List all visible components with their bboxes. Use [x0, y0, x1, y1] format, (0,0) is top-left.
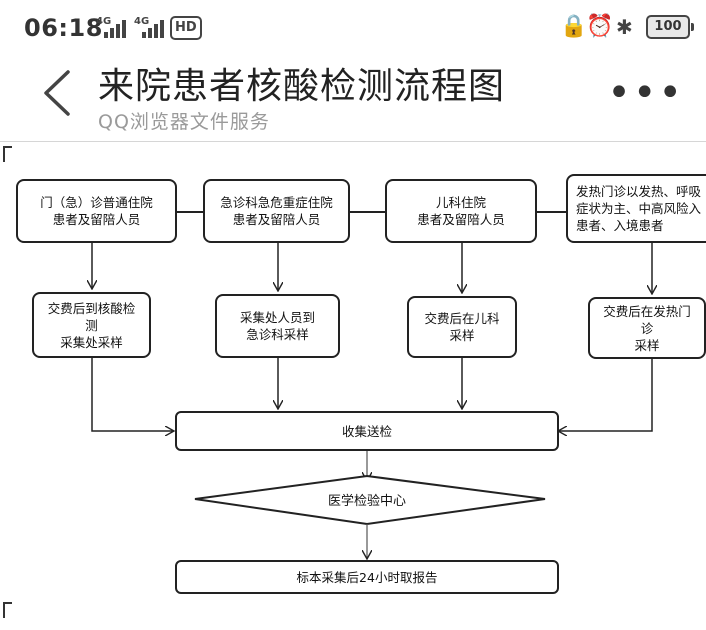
box-text: 标本采集后24小时取报告 — [296, 569, 438, 585]
alarm-icon: ⏰ — [586, 14, 614, 39]
flowchart: 门（急）诊普通住院患者及留陪人员 急诊科急危重症住院患者及留陪人员 儿科住院患者… — [0, 140, 706, 630]
box-text: 采集处人员到 — [239, 310, 315, 325]
network-type-2: 4G — [134, 16, 150, 27]
flow-box-outpatient: 门（急）诊普通住院患者及留陪人员 — [16, 179, 177, 243]
box-text: 交费后到核酸检测 — [47, 300, 136, 333]
flow-box-fever-clinic: 发热门诊以发热、呼吸症状为主、中高风险入患者、入境患者 — [566, 174, 706, 243]
box-text: 患者、入境患者 — [576, 218, 664, 233]
header-divider — [0, 141, 706, 142]
flow-box-fever-sampling: 交费后在发热门诊采样 — [588, 297, 706, 359]
box-text: 急诊科急危重症住院 — [220, 195, 333, 210]
box-text: 症状为主、中高风险入 — [576, 201, 702, 216]
box-text: 采集处采样 — [60, 334, 123, 350]
flow-box-pediatric: 儿科住院患者及留陪人员 — [385, 179, 537, 243]
back-icon[interactable] — [38, 68, 82, 118]
flowchart-connectors — [0, 211, 706, 630]
more-options-icon[interactable]: ••• — [607, 70, 684, 116]
page-title: 来院患者核酸检测流程图 — [98, 66, 506, 107]
box-text: 急诊科采样 — [246, 327, 309, 342]
lock-icon: 🔒 — [560, 14, 588, 39]
box-text: 儿科住院 — [435, 195, 486, 210]
flow-box-emergency: 急诊科急危重症住院患者及留陪人员 — [203, 179, 350, 243]
box-text: 收集送检 — [341, 423, 392, 439]
box-text: 患者及留陪人员 — [232, 212, 321, 227]
status-bar: 06:18 4G 4G HD 🔒 ⏰ ✱ 100 — [0, 0, 706, 52]
box-text: 采样 — [449, 328, 475, 343]
box-text: 患者及留陪人员 — [417, 212, 505, 227]
box-text: 交费后在发热门诊 — [603, 303, 691, 336]
crop-mark-bottom — [3, 602, 12, 618]
box-text: 发热门诊以发热、呼吸 — [576, 184, 702, 199]
status-time: 06:18 — [24, 14, 103, 42]
battery-icon: 100 — [646, 15, 694, 39]
flow-box-report: 标本采集后24小时取报告 — [175, 560, 559, 594]
box-text: 门（急）诊普通住院 — [40, 195, 153, 210]
flow-box-sampling-site: 交费后到核酸检测采集处采样 — [32, 292, 151, 358]
flow-box-er-sampling: 采集处人员到急诊科采样 — [215, 294, 340, 358]
bluetooth-icon: ✱ — [616, 15, 633, 39]
page-subtitle: QQ浏览器文件服务 — [98, 111, 270, 133]
flow-box-collect: 收集送检 — [175, 411, 559, 451]
flow-box-pediatric-sampling: 交费后在儿科采样 — [407, 296, 517, 358]
hd-voice-icon: HD — [170, 16, 202, 40]
box-text: 采样 — [634, 337, 660, 353]
crop-mark-top — [3, 146, 12, 162]
network-type-1: 4G — [96, 16, 112, 27]
box-text: 交费后在儿科 — [424, 311, 500, 326]
box-text: 患者及留陪人员 — [52, 212, 141, 227]
flow-diamond-lab-center: 医学检验中心 — [327, 494, 406, 509]
